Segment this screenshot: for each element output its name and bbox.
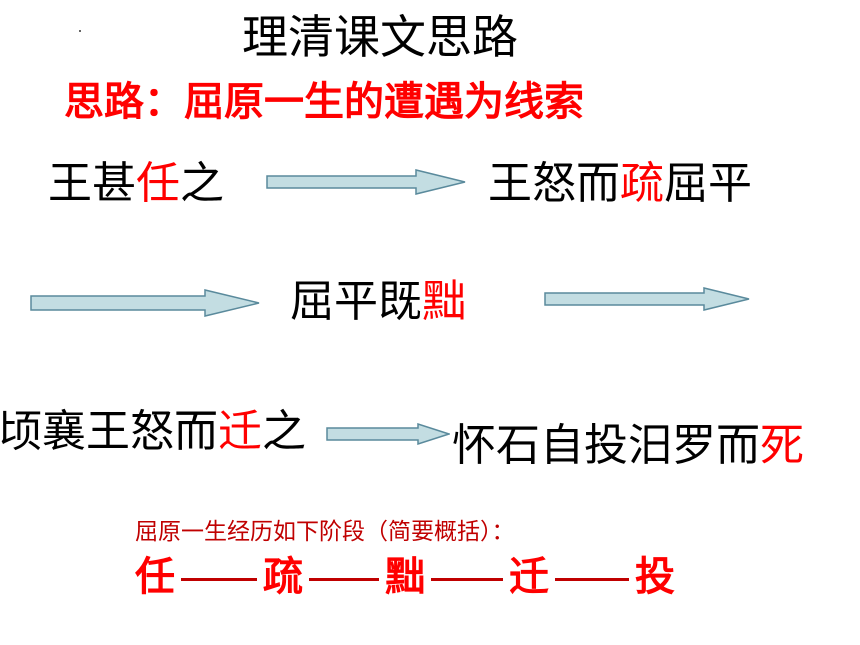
- stage-4: 迁: [509, 554, 549, 600]
- stage-1: 任: [135, 554, 175, 600]
- step-4-key: 迁: [218, 406, 262, 457]
- step-5-key: 死: [760, 420, 804, 471]
- step-3-before: 屈平既: [290, 276, 422, 327]
- stage-5: 投: [635, 554, 675, 600]
- arrow-1-icon: [266, 169, 466, 195]
- step-1-before: 王甚: [48, 158, 136, 209]
- subtitle: 思路：屈原一生的遭遇为线索: [64, 79, 584, 125]
- stray-dot: [79, 30, 81, 32]
- summary-intro: 屈原一生经历如下阶段（简要概括）：: [135, 519, 515, 545]
- step-4-after: 之: [262, 406, 306, 457]
- step-1-text: 王甚任之: [48, 162, 224, 206]
- step-3-text: 屈平既黜: [290, 280, 466, 324]
- stage-separator: [181, 577, 257, 581]
- page-title: 理清课文思路: [242, 10, 518, 64]
- stage-separator: [431, 577, 503, 581]
- arrow-2-icon: [30, 289, 260, 317]
- step-2-key: 疏: [620, 158, 664, 209]
- step-2-after: 屈平: [664, 158, 752, 209]
- stage-separator: [555, 577, 629, 581]
- step-5-before: 怀石自投汨罗而: [452, 420, 760, 471]
- arrow-4-icon: [326, 423, 450, 445]
- step-2-before: 王怒而: [488, 158, 620, 209]
- step-4-text: 顷襄王怒而迁之: [0, 410, 306, 454]
- step-5-text: 怀石自投汨罗而死: [452, 424, 804, 468]
- step-1-key: 任: [136, 158, 180, 209]
- stage-3: 黜: [385, 554, 425, 600]
- step-1-after: 之: [180, 158, 224, 209]
- arrow-3-icon: [544, 287, 750, 311]
- stage-2: 疏: [263, 554, 303, 600]
- step-2-text: 王怒而疏屈平: [488, 162, 752, 206]
- summary-stages: 任疏黜迁投: [135, 557, 675, 597]
- step-4-before: 顷襄王怒而: [0, 406, 218, 457]
- step-3-key: 黜: [422, 276, 466, 327]
- stage-separator: [309, 577, 379, 581]
